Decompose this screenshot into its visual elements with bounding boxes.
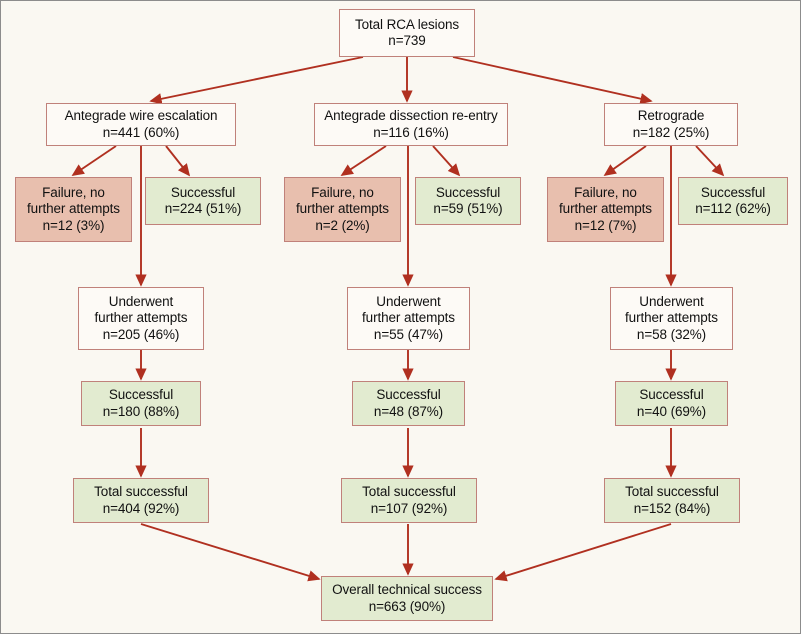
node-line: Antegrade wire escalation [64, 108, 218, 123]
node-awe-underwent-further-attempts: Underwent further attempts n=205 (46%) [78, 287, 204, 350]
node-awe-further-successful: Successful n=180 (88%) [81, 381, 201, 426]
node-awe-total-successful: Total successful n=404 (92%) [73, 478, 209, 523]
node-line: n=739 [388, 33, 426, 48]
node-adr-underwent-further-attempts: Underwent further attempts n=55 (47%) [347, 287, 470, 350]
node-line: Successful [700, 184, 766, 200]
node-adr-further-successful: Successful n=48 (87%) [352, 381, 465, 426]
node-line: n=116 (16%) [373, 124, 449, 140]
node-line: Successful [170, 184, 236, 200]
node-line: further attempts [94, 310, 188, 326]
node-line: n=663 (90%) [368, 598, 446, 614]
node-line: n=55 (47%) [373, 326, 444, 342]
node-line: n=224 (51%) [164, 201, 242, 216]
node-line: further attempts [362, 310, 455, 326]
node-line: n=107 (92%) [370, 500, 448, 516]
node-line: n=58 (32%) [636, 326, 707, 342]
node-line: further attempts [296, 201, 389, 217]
node-line: n=2 (2%) [315, 217, 370, 233]
node-line: further attempts [559, 201, 652, 217]
node-line: Retrograde [637, 108, 705, 123]
node-line: n=12 (3%) [42, 217, 105, 233]
node-line: n=441 (60%) [102, 124, 180, 140]
node-awe-successful: Successful n=224 (51%) [145, 177, 261, 225]
node-line: Overall technical success [332, 582, 482, 597]
node-line: Total successful [362, 484, 456, 499]
node-antegrade-dissection-re-entry: Antegrade dissection re-entry n=116 (16%… [314, 103, 508, 146]
node-line: Failure, no [574, 184, 637, 200]
node-line: further attempts [625, 310, 718, 326]
node-overall-technical-success: Overall technical success n=663 (90%) [321, 576, 493, 621]
node-line: Underwent [108, 293, 174, 309]
node-line: Underwent [639, 293, 704, 309]
node-antegrade-wire-escalation: Antegrade wire escalation n=441 (60%) [46, 103, 236, 146]
node-adr-failure-no-further-attempts: Failure, no further attempts n=2 (2%) [284, 177, 401, 242]
node-line: Successful [639, 387, 704, 402]
node-retro-failure-no-further-attempts: Failure, no further attempts n=12 (7%) [547, 177, 664, 242]
node-line: Antegrade dissection re-entry [324, 108, 498, 123]
node-line: n=182 (25%) [632, 124, 710, 140]
node-line: further attempts [27, 201, 120, 217]
node-retro-total-successful: Total successful n=152 (84%) [604, 478, 740, 523]
node-line: n=180 (88%) [102, 403, 180, 419]
node-retro-underwent-further-attempts: Underwent further attempts n=58 (32%) [610, 287, 733, 350]
node-retro-successful: Successful n=112 (62%) [678, 177, 788, 225]
node-line: Failure, no [311, 184, 374, 200]
node-line: Total RCA lesions [354, 16, 460, 32]
node-line: n=152 (84%) [633, 500, 711, 516]
node-line: Total successful [625, 484, 719, 499]
node-adr-successful: Successful n=59 (51%) [415, 177, 521, 225]
node-awe-failure-no-further-attempts: Failure, no further attempts n=12 (3%) [15, 177, 132, 242]
node-line: Successful [108, 387, 174, 402]
node-line: Successful [435, 184, 501, 200]
node-line: Total successful [94, 484, 188, 499]
node-line: Underwent [376, 293, 441, 309]
node-line: Successful [376, 387, 441, 402]
node-line: n=12 (7%) [574, 217, 637, 233]
node-line: n=59 (51%) [433, 201, 503, 216]
node-line: n=404 (92%) [102, 500, 180, 516]
node-total-rca-lesions: Total RCA lesions n=739 [339, 9, 475, 57]
node-retro-further-successful: Successful n=40 (69%) [615, 381, 728, 426]
node-adr-total-successful: Total successful n=107 (92%) [341, 478, 477, 523]
node-line: n=205 (46%) [102, 326, 180, 342]
node-line: n=40 (69%) [636, 403, 707, 419]
node-line: n=112 (62%) [695, 201, 771, 216]
node-retrograde: Retrograde n=182 (25%) [604, 103, 738, 146]
node-line: n=48 (87%) [373, 403, 444, 419]
node-line: Failure, no [42, 184, 105, 200]
